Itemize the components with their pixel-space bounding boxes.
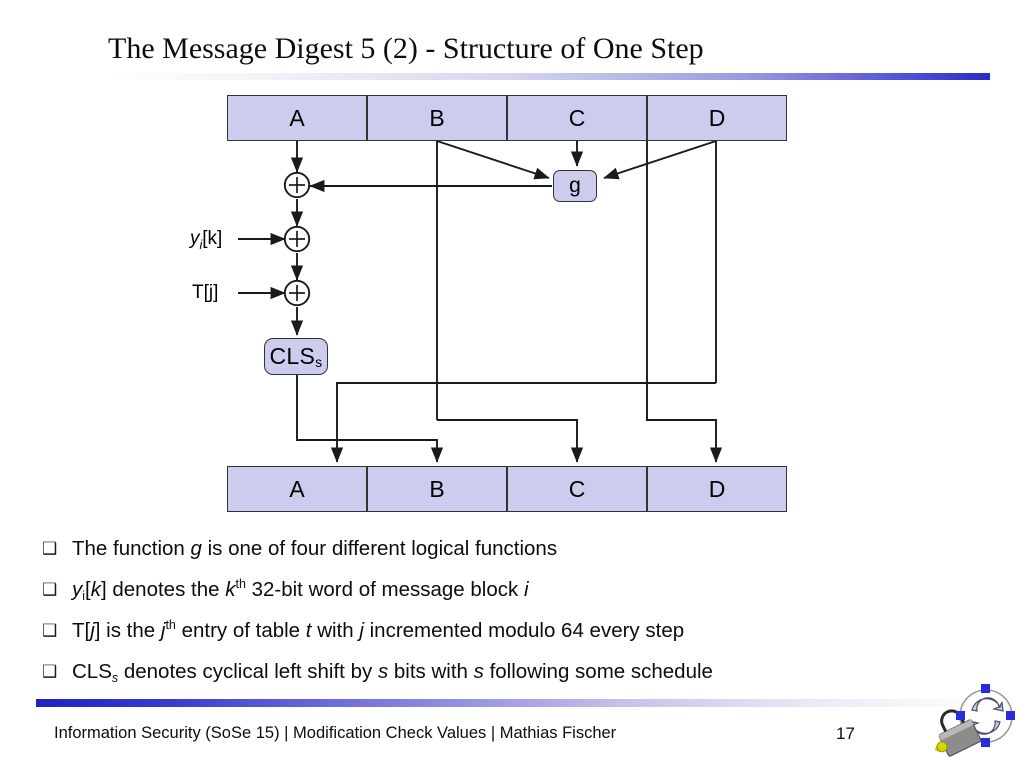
list-item: ❑ CLSs denotes cyclical left shift by s … xyxy=(42,651,992,692)
cls-label: CLS xyxy=(269,343,316,369)
line-d-to-g xyxy=(603,140,717,180)
list-item: ❑ yi[k] denotes the kth 32-bit word of m… xyxy=(42,569,992,610)
page-title: The Message Digest 5 (2) - Structure of … xyxy=(108,32,704,65)
bullet-list: ❑ The function g is one of four differen… xyxy=(42,528,992,692)
line-b-to-bottom-c xyxy=(437,419,584,463)
footer-caption: Information Security (SoSe 15) | Modific… xyxy=(54,724,617,742)
line-b-to-g xyxy=(436,140,550,180)
page-number: 17 xyxy=(836,724,855,743)
bullet-text-1: The function g is one of four different … xyxy=(72,537,558,560)
tj-rest: [j] xyxy=(203,282,219,303)
cls-subscript: s xyxy=(315,353,323,370)
md5-step-diagram: A B C D g yi[k] T[j] CLS xyxy=(190,95,787,512)
yik-sub: i xyxy=(199,237,203,252)
top-register-a: A xyxy=(227,95,367,141)
bullet-text-2: yi[k] denotes the kth 32-bit word of mes… xyxy=(72,577,529,603)
yik-rest: [k] xyxy=(202,228,223,249)
bullet-text-4: CLSs denotes cyclical left shift by s bi… xyxy=(72,660,713,685)
top-register-b: B xyxy=(367,95,507,141)
adder-tj-icon xyxy=(283,279,311,307)
adder-g-icon xyxy=(283,171,311,199)
bullet-text-3: T[j] is the jth entry of table t with j … xyxy=(72,618,685,642)
bullet-square-icon: ❑ xyxy=(42,621,58,640)
bottom-register-b: B xyxy=(367,466,507,512)
bottom-register-a: A xyxy=(227,466,367,512)
title-divider xyxy=(110,73,990,80)
bullet-square-icon: ❑ xyxy=(42,539,58,558)
tj-base: T xyxy=(192,282,204,303)
bottom-register-d: D xyxy=(647,466,787,512)
padlock-refresh-logo[interactable] xyxy=(934,684,1020,764)
top-register-c: C xyxy=(507,95,647,141)
diagram-connectors xyxy=(238,140,723,463)
line-c-to-bottom-d xyxy=(646,383,723,463)
line-cls-to-bottom-b xyxy=(296,375,444,463)
adder-yik-icon xyxy=(283,225,311,253)
top-register-d: D xyxy=(647,95,787,141)
list-item: ❑ The function g is one of four differen… xyxy=(42,528,992,569)
list-item: ❑ T[j] is the jth entry of table t with … xyxy=(42,610,992,651)
yik-base: y xyxy=(190,228,200,249)
footer-divider xyxy=(36,699,988,707)
bottom-register-c: C xyxy=(507,466,647,512)
line-d-to-bottom-a xyxy=(330,382,716,463)
input-label-yik: yi[k] xyxy=(190,228,222,252)
input-label-tj: T[j] xyxy=(192,282,218,304)
bullet-square-icon: ❑ xyxy=(42,580,58,599)
bullet-square-icon: ❑ xyxy=(42,662,58,681)
function-g-box: g xyxy=(553,170,597,202)
